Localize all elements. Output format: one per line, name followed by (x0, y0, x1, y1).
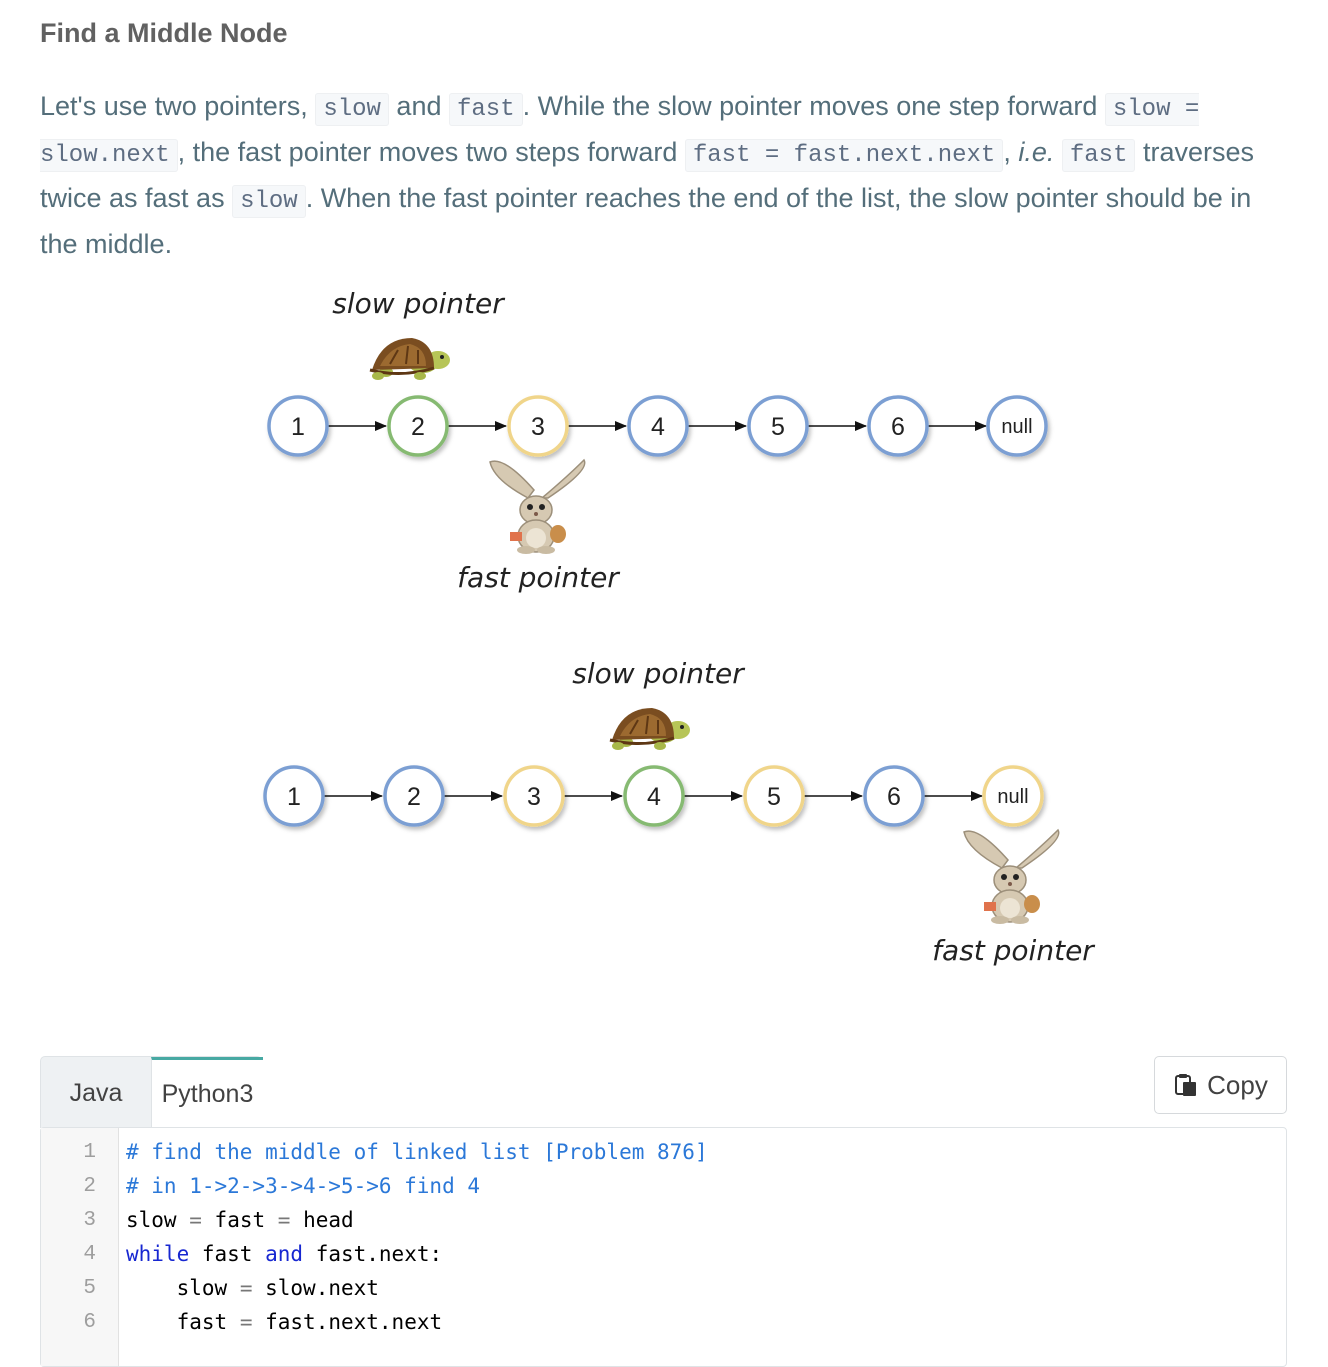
list-node: 4 (627, 395, 689, 457)
code-line: while fast and fast.next: (126, 1242, 443, 1266)
code-line: slow = slow.next (176, 1276, 379, 1300)
line-number-gutter: 1 2 3 4 5 6 (41, 1128, 119, 1366)
code-editor[interactable]: 1 2 3 4 5 6 # find the middle of linked … (40, 1127, 1287, 1367)
line-number: 1 (83, 1141, 96, 1164)
list-node: 2 (383, 765, 445, 827)
figure-1: slow pointer 1 2 3 4 5 6 null fast point… (267, 287, 1048, 594)
node-value: null (1001, 416, 1032, 438)
inline-code: slow (232, 185, 306, 218)
inline-code: fast (448, 93, 523, 126)
turtle-icon (368, 336, 452, 382)
list-node: 6 (867, 395, 929, 457)
figure-2: slow pointer 1 2 3 4 5 6 null fast point… (263, 657, 1095, 967)
inline-code: slow (315, 93, 389, 126)
clipboard-icon (1175, 1074, 1197, 1096)
tab-java[interactable]: Java (69, 1079, 123, 1107)
slow-pointer-label: slow pointer (572, 657, 745, 690)
turtle-icon (608, 706, 692, 752)
node-value: 6 (891, 413, 905, 441)
text: and (388, 91, 449, 121)
node-value: 3 (531, 413, 545, 441)
list-node-null: null (982, 765, 1044, 827)
node-value: 2 (411, 413, 425, 441)
fast-pointer-label: fast pointer (457, 561, 620, 594)
inline-code: fast (1061, 139, 1136, 172)
code-language-tabs: Java Python3 (40, 1056, 263, 1129)
line-number: 2 (83, 1175, 96, 1198)
list-node-null: null (986, 395, 1048, 457)
linked-list-diagram: slow pointer 1 2 3 4 5 6 null fast point… (263, 287, 1095, 967)
line-number: 6 (83, 1311, 96, 1334)
code-line: # find the middle of linked list [Proble… (126, 1140, 708, 1164)
line-number: 4 (83, 1243, 96, 1266)
list-node: 2 (387, 395, 449, 457)
text: , the fast pointer moves two steps forwa… (177, 137, 685, 167)
text: Let's use two pointers, (40, 91, 316, 121)
text: . While the slow pointer moves one step … (522, 91, 1105, 121)
line-number: 5 (83, 1277, 96, 1300)
list-node: 1 (267, 395, 329, 457)
list-node: 6 (863, 765, 925, 827)
fast-pointer-label: fast pointer (932, 934, 1095, 967)
section-title: Find a Middle Node (40, 18, 288, 48)
rabbit-icon (489, 459, 586, 555)
list-node: 5 (747, 395, 809, 457)
node-value: null (997, 786, 1028, 808)
copy-label: Copy (1207, 1069, 1268, 1100)
code-line: fast = fast.next.next (176, 1310, 443, 1334)
node-value: 6 (887, 783, 901, 811)
node-value: 1 (287, 783, 301, 811)
node-value: 4 (647, 783, 661, 811)
text: , (1003, 137, 1019, 167)
node-value: 2 (407, 783, 421, 811)
list-node: 1 (263, 765, 325, 827)
line-number: 3 (83, 1209, 96, 1232)
italic-text: i.e. (1018, 137, 1055, 167)
list-node: 4 (623, 765, 685, 827)
rabbit-icon (963, 829, 1060, 925)
text: traverses twice as fast as (40, 137, 1255, 213)
node-value: 4 (651, 413, 665, 441)
node-value: 3 (527, 783, 541, 811)
list-node: 3 (503, 765, 565, 827)
text: . When the fast pointer reaches the end … (40, 183, 1252, 259)
code-line: # in 1->2->3->4->5->6 find 4 (126, 1174, 481, 1198)
slow-pointer-label: slow pointer (332, 287, 505, 320)
node-value: 5 (771, 413, 785, 441)
tab-python3[interactable]: Python3 (151, 1057, 263, 1129)
inline-code: fast = fast.next.next (684, 139, 1004, 172)
list-node: 5 (743, 765, 805, 827)
node-value: 5 (767, 783, 781, 811)
copy-button[interactable]: Copy (1154, 1056, 1287, 1114)
node-value: 1 (291, 413, 305, 441)
explanation-paragraph: Let's use two pointers, slow and fast. W… (40, 85, 1270, 265)
code-line: slow = fast = head (126, 1208, 354, 1232)
list-node: 3 (507, 395, 569, 457)
